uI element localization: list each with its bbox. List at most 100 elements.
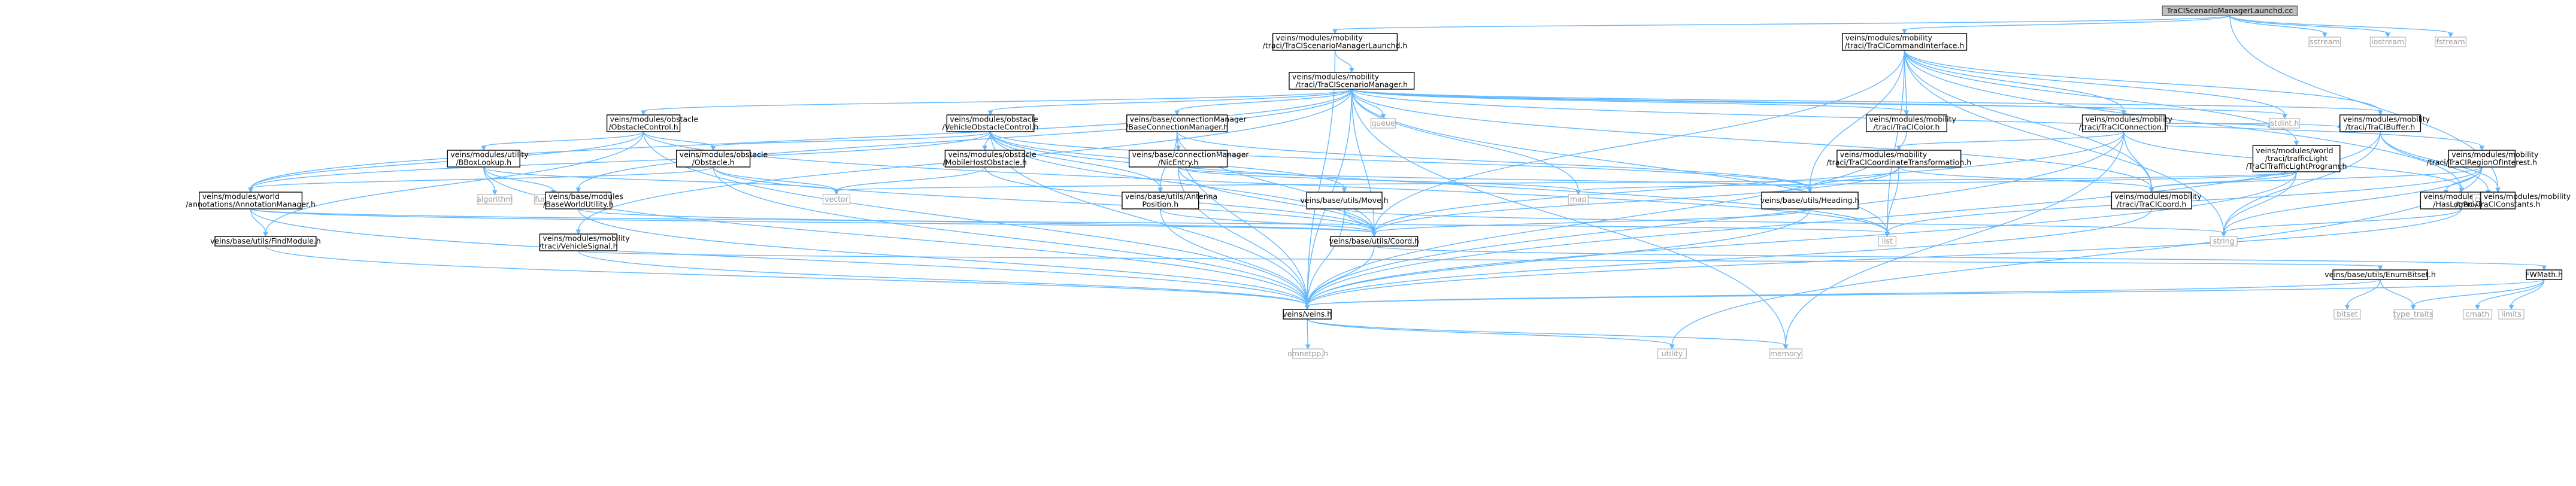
node-label-line: FWMath.h (2525, 270, 2563, 279)
nodes-layer: TraCIScenarioManagerLaunchd.cc veins/modu… (186, 5, 2571, 359)
node-label-line: veins/modules/world (202, 192, 280, 201)
node-traci-constants[interactable]: veins/modules/mobility/traci/TraCIConsta… (2456, 192, 2571, 209)
node-label-line: /BaseWorldUtility.h (543, 200, 613, 209)
edge-bbox_lookup-to-vector (483, 166, 840, 196)
node-label-line: /traci/TraCICoord.h (2117, 200, 2186, 209)
edge-fwmath-to-type_traits (2410, 279, 2545, 311)
node-scen-mgr[interactable]: veins/modules/mobility/traci/TraCIScenar… (1289, 72, 1415, 90)
node-mobile-host-obst[interactable]: veins/modules/obstacle/MobileHostObstacl… (942, 150, 1037, 168)
node-veh-signal[interactable]: veins/modules/mobility/traci/VehicleSign… (539, 233, 630, 251)
node-obst-ctrl[interactable]: veins/modules/obstacle/ObstacleControl.h (606, 114, 699, 132)
node-fwmath[interactable]: FWMath.h (2525, 269, 2563, 280)
node-move-h[interactable]: veins/base/utils/Move.h (1301, 192, 1389, 209)
node-label-line: algorithm (477, 195, 513, 203)
node-coord-transform[interactable]: veins/modules/mobility/traci/TraCICoordi… (1826, 150, 1971, 168)
node-obstacle-h[interactable]: veins/modules/obstacle/Obstacle.h (675, 150, 768, 168)
edge-annot_mgr-to-find_module (250, 208, 268, 238)
edge-move_h-to-string (1344, 208, 2226, 238)
node-traci-color[interactable]: veins/modules/mobility/traci/TraCIColor.… (1865, 114, 1957, 132)
edge-cmd_if-to-list (1884, 50, 1905, 238)
node-label-line: /traci/VehicleSignal.h (539, 242, 617, 251)
edge-root-to-fstream (2229, 15, 2453, 38)
node-label-line: veins/modules/obstacle (948, 150, 1037, 159)
node-map: map (1568, 194, 1589, 205)
edge-veh_obst_ctrl-to-obstacle_h (710, 131, 991, 151)
node-traci-buffer[interactable]: veins/modules/mobility/traci/TraCIBuffer… (2339, 114, 2430, 132)
edge-annot_mgr-to-coord_h (250, 208, 1377, 238)
node-root[interactable]: TraCIScenarioManagerLaunchd.cc (2162, 5, 2298, 16)
edge-root-to-launchd_h (1332, 15, 2230, 35)
node-label-line: /annotations/AnnotationManager.h (186, 200, 316, 209)
edge-enumbitset-to-veins_h (1304, 279, 2381, 311)
edge-annot_mgr-to-veins_h (250, 208, 1310, 311)
edge-traci_buffer-to-traci_constants (2380, 131, 2501, 193)
node-omnetpp: omnetpp.h (1287, 348, 1328, 359)
edge-launchd_h-to-scen_mgr (1334, 50, 1354, 74)
node-label-line: queue (1371, 119, 1395, 127)
edge-obst_ctrl-to-obstacle_h (643, 131, 716, 151)
node-utility: utility (1657, 348, 1687, 359)
node-enumbitset[interactable]: veins/base/utils/EnumBitset.h (2325, 269, 2436, 280)
node-annot-mgr[interactable]: veins/modules/world/annotations/Annotati… (186, 192, 316, 209)
edge-obst_ctrl-to-find_module (263, 131, 644, 238)
edge-enumbitset-to-type_traits (2380, 279, 2416, 311)
node-label-line: /VehicleObstacleControl.h (942, 123, 1039, 132)
node-cmd-if[interactable]: veins/modules/mobility/traci/TraCIComman… (1841, 33, 1968, 51)
node-base-world-util[interactable]: veins/base/modules/BaseWorldUtility.h (543, 192, 623, 209)
node-veh-obst-ctrl[interactable]: veins/modules/obstacle/VehicleObstacleCo… (942, 114, 1039, 132)
node-label-line: veins/modules/utility (450, 150, 529, 159)
node-base-conn-mgr[interactable]: veins/base/connectionManager/BaseConnect… (1126, 114, 1247, 132)
edge-scen_mgr-to-traci_color (1351, 89, 1910, 116)
edge-scen_mgr-to-veh_obst_ctrl (987, 89, 1352, 116)
edge-root-to-iostream (2229, 15, 2391, 38)
node-stdint: stdint.h (2269, 118, 2301, 129)
node-traci-coord[interactable]: veins/modules/mobility/traci/TraCICoord.… (2111, 192, 2202, 209)
node-label-line: /traci/TraCIScenarioManagerLaunchd.h (1263, 41, 1408, 50)
edge-traffic_light-to-vector (834, 171, 2297, 196)
node-memory: memory (1769, 348, 1803, 359)
node-label-line: veins/modules/mobility (2114, 192, 2202, 201)
edge-coord_h-to-fwmath (1374, 245, 2547, 271)
node-label-line: type_traits (2393, 309, 2433, 318)
edge-fwmath-to-cmath (2475, 279, 2545, 311)
node-label-line: /traci/TraCIColor.h (1874, 123, 1940, 132)
node-bbox-lookup[interactable]: veins/modules/utility/BBoxLookup.h (447, 150, 529, 168)
node-type-traits: type_traits (2393, 309, 2433, 320)
edge-traci_conn-to-coord_transform (1896, 131, 2125, 151)
node-label-line: veins/modules/obstacle (950, 115, 1038, 124)
node-label-line: list (1882, 236, 1893, 245)
node-traffic-light[interactable]: veins/modules/world/traci/trafficLight/T… (2246, 145, 2347, 172)
node-launchd-h[interactable]: veins/modules/mobility/traci/TraCIScenar… (1263, 33, 1408, 51)
node-coord-h[interactable]: veins/base/utils/Coord.h (1329, 236, 1419, 247)
node-traci-conn[interactable]: veins/modules/mobility/traci/TraCIConnec… (2079, 114, 2173, 132)
node-heading-h[interactable]: veins/base/utils/Heading.h (1760, 192, 1860, 209)
edge-coord_transform-to-list (1884, 166, 1899, 238)
node-label-line: /traci/TraCIConnection.h (2079, 123, 2169, 132)
node-label-line: utility (1662, 349, 1683, 358)
edge-veh_signal-to-enumbitset (578, 250, 2383, 271)
node-label-line: /traci/TraCIBuffer.h (2345, 123, 2415, 132)
node-label-line: veins/base/utils/Heading.h (1760, 196, 1860, 205)
node-label-line: /MobileHostObstacle.h (942, 158, 1026, 167)
node-label-line: veins/base/utils/Coord.h (1329, 236, 1419, 245)
node-region-interest[interactable]: veins/modules/mobility/traci/TraCIRegion… (2427, 150, 2539, 168)
node-label-line: memory (1770, 349, 1802, 358)
node-nic-entry[interactable]: veins/base/connectionManager/NicEntry.h (1128, 150, 1250, 168)
node-label-line: veins/base/utils/EnumBitset.h (2325, 270, 2436, 279)
node-label-line: veins/modules/mobility (2451, 150, 2539, 159)
edge-enumbitset-to-bitset (2344, 279, 2381, 311)
node-iostream: iostream (2369, 37, 2406, 47)
node-label-line: /BaseConnectionManager.h (1126, 123, 1228, 132)
edge-region_interest-to-traci_coord (2148, 166, 2483, 193)
node-label-line: TraCIScenarioManagerLaunchd.cc (2166, 6, 2293, 15)
edge-obst_ctrl-to-annot_mgr (248, 131, 644, 193)
node-veins-h[interactable]: veins/veins.h (1283, 309, 1332, 320)
node-label-line: veins/veins.h (1283, 309, 1332, 318)
node-label-line: veins/modules/obstacle (680, 150, 768, 159)
edge-scen_mgr-to-stdint (1351, 89, 2287, 120)
node-label-line: /TraCITrafficLightProgram.h (2246, 162, 2347, 171)
node-find-module[interactable]: veins/base/utils/FindModule.h (210, 236, 321, 247)
node-label-line: map (1570, 195, 1587, 203)
